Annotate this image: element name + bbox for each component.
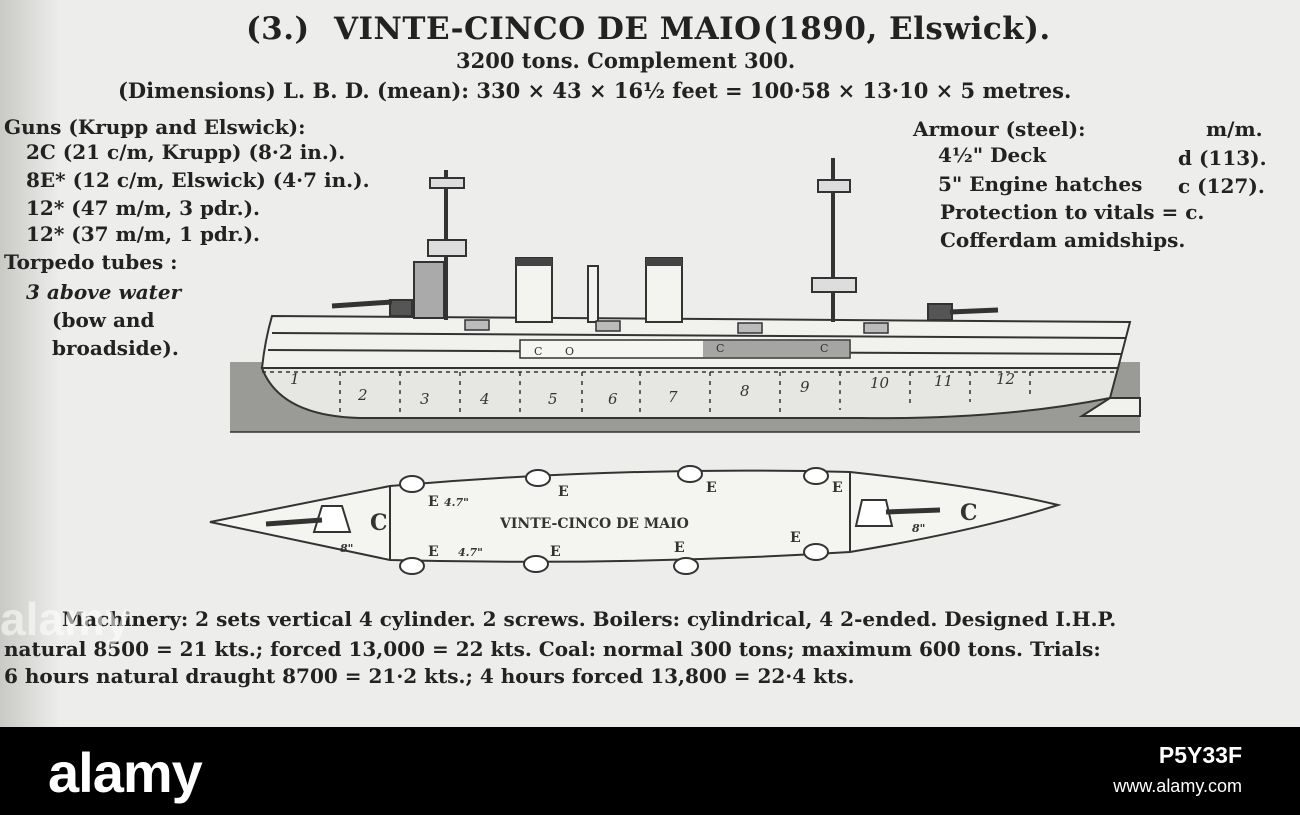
plan-gun-c-size: 8" — [340, 542, 353, 555]
plan-gun-e-size: 4.7" — [458, 546, 483, 559]
compartment-number: 6 — [608, 390, 618, 408]
gun-line: 12* (37 m/m, 1 pdr.). — [26, 222, 261, 246]
profile-drawing — [230, 158, 1141, 433]
guns-heading: Guns (Krupp and Elswick): — [4, 115, 306, 139]
plan-ship-name: VINTE-CINCO DE MAIO — [499, 516, 689, 532]
profile-hull-labels: C O C C — [534, 342, 828, 358]
tonnage-line: 3200 tons. Complement 300. — [456, 48, 796, 73]
plan-gun-c-fore: C — [370, 510, 388, 536]
machinery-line-1: Machinery: 2 sets vertical 4 cylinder. 2… — [62, 607, 1117, 631]
image-id: P5Y33F — [1158, 742, 1242, 768]
torpedo-line: (bow and — [52, 308, 155, 332]
compartment-number: 5 — [548, 390, 558, 408]
torpedo-line: 3 above water — [26, 280, 182, 304]
compartment-number: 2 — [357, 386, 368, 404]
compartment-number: 8 — [740, 382, 750, 400]
compartment-number: 10 — [870, 374, 890, 392]
plan-gun-e: E — [832, 480, 843, 496]
hull-label: C — [820, 342, 828, 355]
armour-heading: Armour (steel): — [913, 117, 1086, 141]
watermark-text: alamy — [0, 593, 131, 645]
gun-line: 8E* (12 c/m, Elswick) (4·7 in.). — [26, 168, 370, 192]
armour-hatches: 5" Engine hatches — [938, 172, 1143, 196]
plan-gun-e: E — [706, 480, 717, 496]
title-number: (3.) — [246, 11, 310, 47]
scanned-page: (3.) VINTE-CINCO DE MAIO (1890, Elswick)… — [0, 0, 1300, 727]
dimensions-line: (Dimensions) L. B. D. (mean): 330 × 43 ×… — [118, 78, 1072, 103]
plan-gun-e: E — [790, 530, 801, 546]
ship-title: VINTE-CINCO DE MAIO — [334, 11, 762, 47]
brand-logo: alamy — [48, 741, 203, 804]
plan-gun-e: E — [558, 484, 569, 500]
hull-label: C — [716, 342, 724, 355]
plan-gun-e: E — [674, 540, 685, 556]
armour-cofferdam: Cofferdam amidships. — [940, 228, 1186, 252]
plan-gun-c-aft: C — [960, 500, 978, 526]
torpedo-heading: Torpedo tubes : — [4, 250, 178, 274]
hull-label: C — [534, 345, 542, 358]
compartment-number: 11 — [934, 372, 953, 390]
gun-line: 12* (47 m/m, 3 pdr.). — [26, 196, 261, 220]
compartment-number: 3 — [420, 390, 430, 408]
compartment-number: 7 — [668, 388, 678, 406]
machinery-line-2: natural 8500 = 21 kts.; forced 13,000 = … — [4, 637, 1101, 661]
brand-url: www.alamy.com — [1113, 776, 1242, 796]
plan-drawing — [209, 465, 1062, 575]
armour-deck-value: d (113). — [1178, 146, 1267, 170]
compartment-number: 12 — [996, 370, 1015, 388]
compartment-number: 4 — [479, 390, 490, 408]
footer-bar — [0, 727, 1300, 815]
armour-deck: 4½" Deck — [938, 143, 1047, 167]
plan-gun-e-size: 4.7" — [444, 496, 469, 509]
compartment-number: 9 — [800, 378, 810, 396]
compartment-number: 1 — [290, 370, 300, 388]
armour-hatches-value: c (127). — [1178, 174, 1265, 198]
armour-unit: m/m. — [1206, 117, 1263, 141]
hull-label: O — [565, 345, 574, 358]
plan-gun-c-size: 8" — [912, 522, 925, 535]
gun-line: 2C (21 c/m, Krupp) (8·2 in.). — [26, 140, 346, 164]
title-info: (1890, Elswick). — [763, 11, 1051, 47]
plan-gun-e: E — [550, 544, 561, 560]
machinery-line-3: 6 hours natural draught 8700 = 21·2 kts.… — [4, 664, 855, 688]
torpedo-line: broadside). — [52, 336, 179, 360]
plan-gun-e: E — [428, 544, 439, 560]
plan-gun-e: E — [428, 494, 439, 510]
armour-protection: Protection to vitals = c. — [940, 200, 1205, 224]
